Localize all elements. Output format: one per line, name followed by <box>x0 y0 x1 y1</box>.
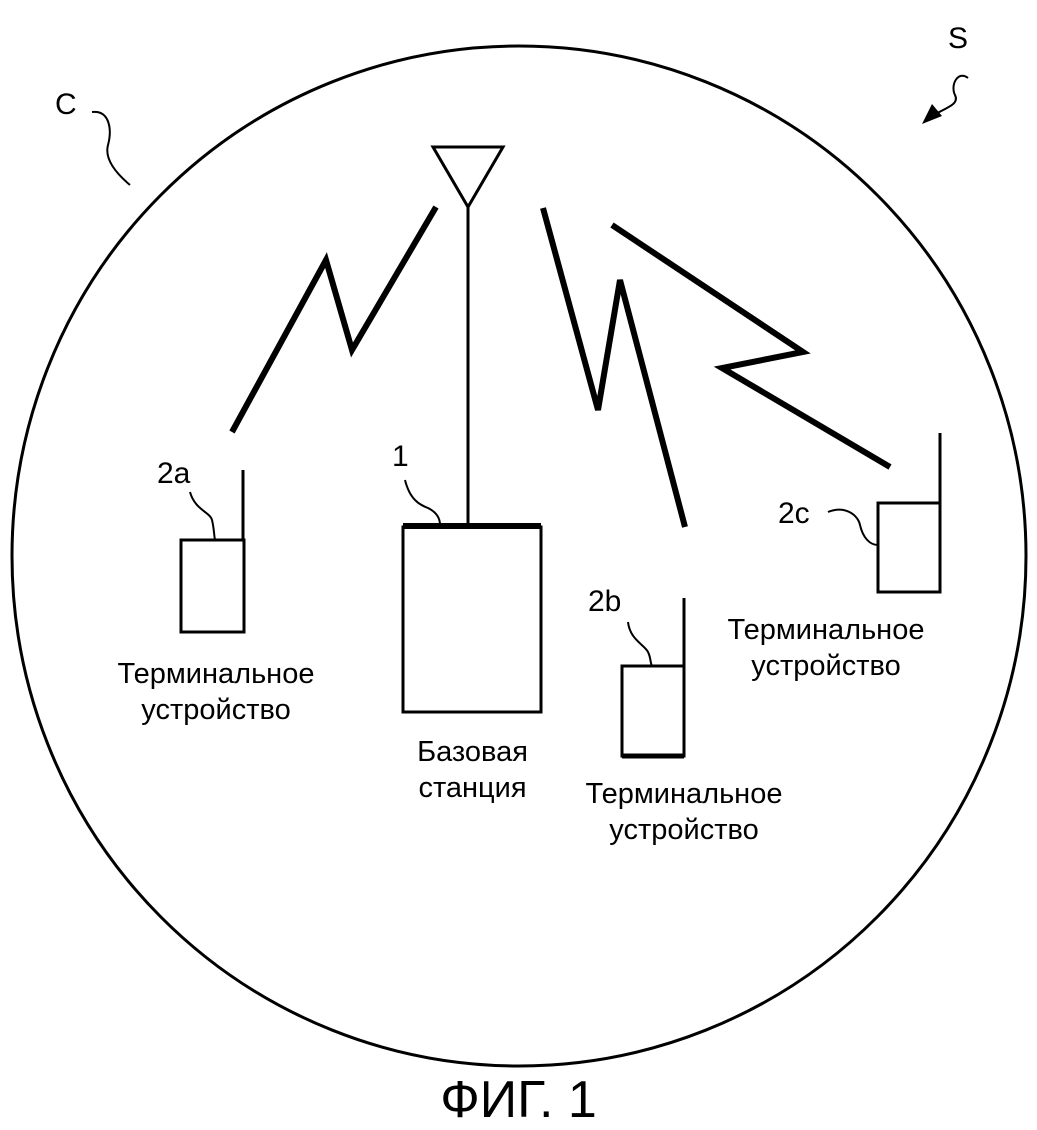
ref-cell: C <box>55 88 77 121</box>
radio-link-b <box>540 207 688 528</box>
terminal-2b-box <box>620 664 686 758</box>
radio-link-a <box>229 205 439 434</box>
terminal-2b-leader <box>627 621 653 667</box>
terminal-b-label: Терминальное устройство <box>585 778 783 846</box>
ref-terminal-2b: 2b <box>588 585 622 618</box>
system-arrow <box>927 74 969 119</box>
terminal-2a-leader <box>189 491 216 541</box>
cell-boundary <box>10 44 1028 1068</box>
ref-system: S <box>948 22 969 55</box>
base-leader <box>404 479 441 526</box>
radio-link-c <box>610 222 892 470</box>
terminal-2a-box <box>179 538 246 634</box>
antenna-icon <box>430 145 506 210</box>
terminal-a-label: Терминальное устройство <box>117 658 315 726</box>
base-station-label: Базовая станция <box>417 736 528 804</box>
terminal-2c-leader <box>827 508 879 546</box>
base-station-box <box>401 525 543 714</box>
ref-base: 1 <box>392 440 409 473</box>
terminal-2c-box <box>876 501 942 594</box>
cell-leader <box>91 110 131 186</box>
figure-caption: ФИГ. 1 <box>440 1071 597 1129</box>
ref-terminal-2c: 2c <box>778 497 810 530</box>
ref-terminal-2a: 2a <box>157 457 191 490</box>
terminal-c-label: Терминальное устройство <box>727 614 925 682</box>
arrow-head-icon <box>922 104 942 124</box>
